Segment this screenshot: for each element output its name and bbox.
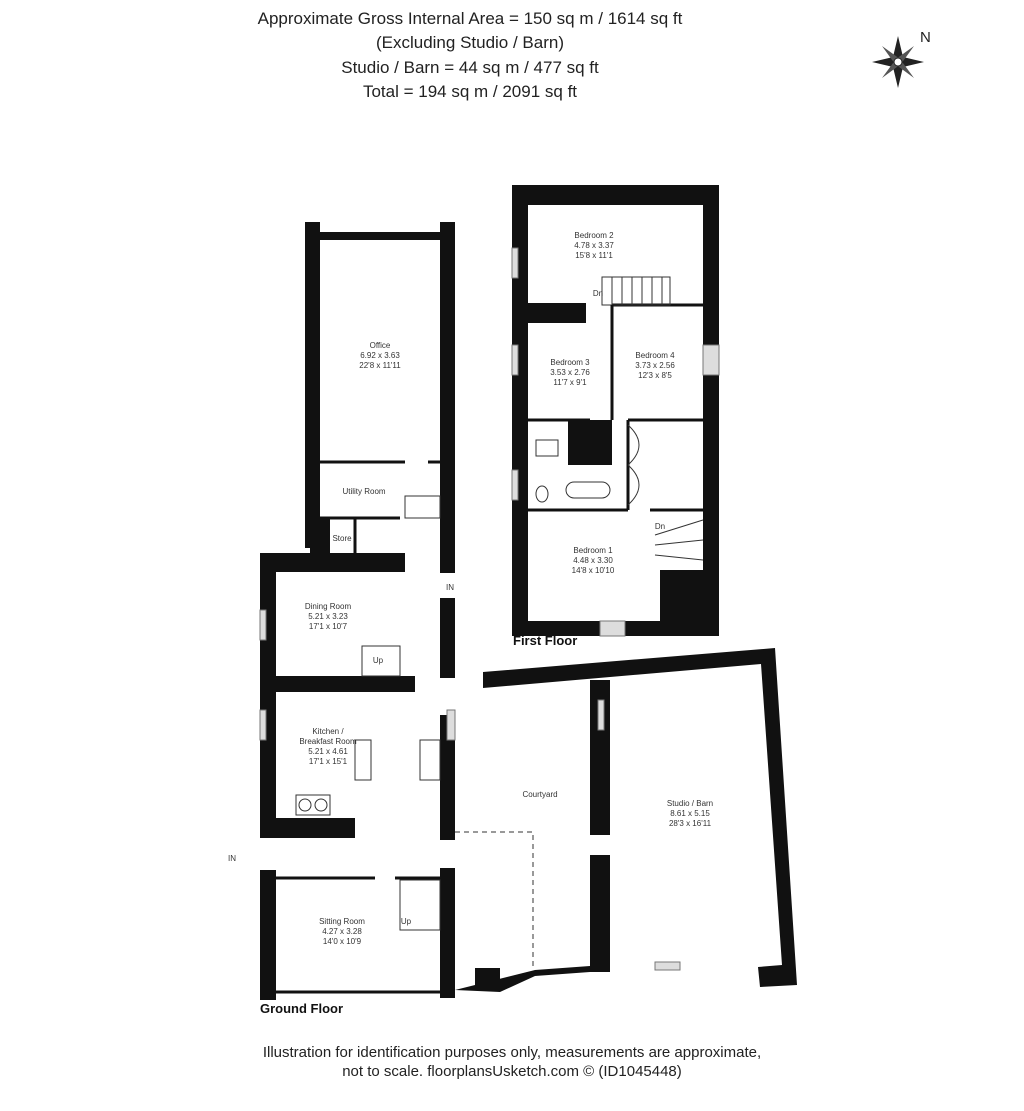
store-name: Store <box>332 534 352 543</box>
entrance-in-label-2: IN <box>228 854 236 863</box>
stairs-up-label-2: Up <box>401 917 412 926</box>
disclaimer-line-2: not to scale. floorplansUsketch.com © (I… <box>342 1063 682 1080</box>
kitchen-metric: 5.21 x 4.61 <box>308 747 348 756</box>
dining-room-imperial: 17'1 x 10'7 <box>309 622 348 631</box>
excluding-note: (Excluding Studio / Barn) <box>375 33 565 52</box>
compass-north-label: N <box>920 29 931 46</box>
studio-area-text: Studio / Barn = 44 sq m / 477 sq ft <box>341 58 599 77</box>
ground-floor-plan: Office 6.92 x 3.63 22'8 x 11'11 Utility … <box>228 222 797 1016</box>
first-floor-label: First Floor <box>513 633 577 648</box>
bedroom1-name: Bedroom 1 <box>573 546 613 555</box>
dining-room-name: Dining Room <box>305 602 352 611</box>
kitchen-imperial: 17'1 x 15'1 <box>309 757 348 766</box>
disclaimer-line-1: Illustration for identification purposes… <box>262 1044 762 1061</box>
sitting-room-metric: 4.27 x 3.28 <box>322 927 362 936</box>
bedroom2-metric: 4.78 x 3.37 <box>574 241 614 250</box>
kitchen-name-1: Kitchen / <box>312 727 344 736</box>
bedroom2-name: Bedroom 2 <box>574 231 614 240</box>
courtyard-name: Courtyard <box>522 790 557 799</box>
ground-floor-label: Ground Floor <box>260 1001 343 1016</box>
bedroom4-imperial: 12'3 x 8'5 <box>638 371 672 380</box>
kitchen-name-2: Breakfast Room <box>299 737 357 746</box>
stairs-up-label-1: Up <box>373 656 384 665</box>
bedroom3-metric: 3.53 x 2.76 <box>550 368 590 377</box>
stairs-down-label-2: Dn <box>655 522 665 531</box>
first-floor-plan: Dn Dn Bedroom 2 4.78 x 3.37 15'8 x 11'1 … <box>511 185 720 648</box>
dining-room-metric: 5.21 x 3.23 <box>308 612 348 621</box>
office-name: Office <box>370 341 391 350</box>
bedroom1-metric: 4.48 x 3.30 <box>573 556 613 565</box>
disclaimer: Illustration for identification purposes… <box>0 1043 1024 1081</box>
bedroom3-name: Bedroom 3 <box>550 358 590 367</box>
bedroom4-metric: 3.73 x 2.56 <box>635 361 675 370</box>
studio-barn-name: Studio / Barn <box>667 799 713 808</box>
office-metric: 6.92 x 3.63 <box>360 351 400 360</box>
office-imperial: 22'8 x 11'11 <box>359 361 401 370</box>
studio-barn-imperial: 28'3 x 16'11 <box>669 819 712 828</box>
total-area-text: Total = 194 sq m / 2091 sq ft <box>362 82 578 101</box>
utility-room-name: Utility Room <box>342 487 385 496</box>
studio-barn-metric: 8.61 x 5.15 <box>670 809 710 818</box>
bedroom3-imperial: 11'7 x 9'1 <box>553 378 587 387</box>
compass-icon: N <box>872 29 931 88</box>
bedroom4-name: Bedroom 4 <box>635 351 675 360</box>
sitting-room-imperial: 14'0 x 10'9 <box>323 937 362 946</box>
stairs-down-label: Dn <box>593 289 603 298</box>
bedroom1-imperial: 14'8 x 10'10 <box>572 566 615 575</box>
sitting-room-name: Sitting Room <box>319 917 365 926</box>
bedroom2-imperial: 15'8 x 11'1 <box>575 251 613 260</box>
entrance-in-label-1: IN <box>446 583 454 592</box>
gross-area-text: Approximate Gross Internal Area = 150 sq… <box>257 9 683 28</box>
